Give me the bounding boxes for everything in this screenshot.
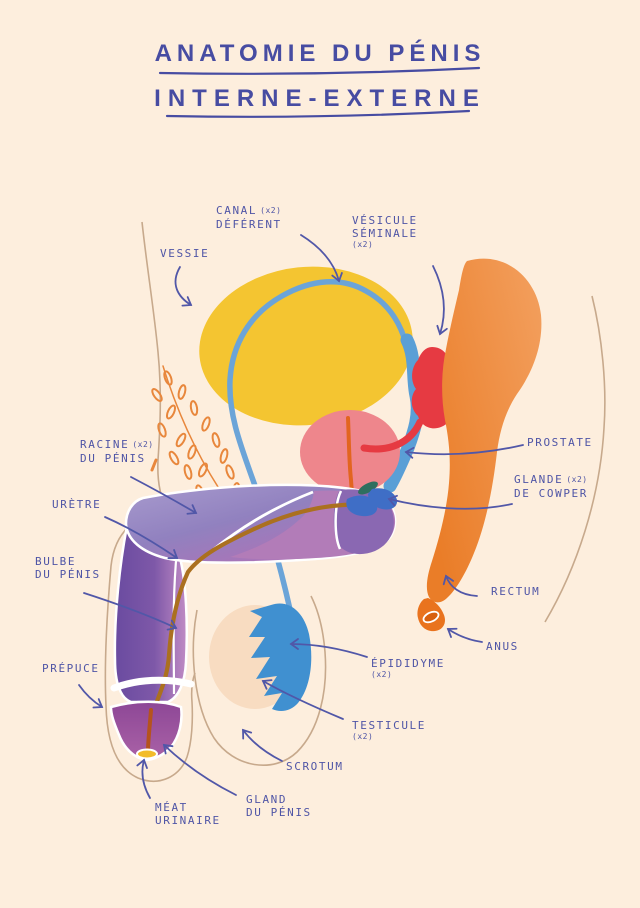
page-title-line1: ANATOMIE DU PÉNIS [154, 40, 486, 67]
arrow-racine [130, 476, 198, 515]
label-meat-urinaire: MÉAT URINAIRE [155, 801, 221, 827]
arrow-anus [446, 627, 483, 643]
arrow-testicule [261, 679, 344, 720]
arrow-scrotum [242, 728, 283, 762]
label-canal-deferent: CANAL(x2) DÉFÉRENT [216, 204, 282, 231]
label-arrows [78, 234, 524, 799]
label-vesicule-seminale: VÉSICULE SÉMINALE (x2) [352, 214, 418, 249]
label-anus: ANUS [486, 640, 519, 653]
label-uretre: URÈTRE [52, 498, 102, 511]
label-gland-penis: GLAND DU PÉNIS [246, 793, 312, 819]
urinary-meatus-shape [136, 748, 158, 760]
bladder-shape [199, 266, 413, 426]
label-vessie: VESSIE [160, 247, 210, 260]
label-testicule: TESTICULE (x2) [352, 719, 427, 741]
arrow-rectum [442, 574, 478, 597]
arrow-bulbe [83, 592, 178, 631]
arrow-uretre [104, 516, 179, 560]
arrow-cowper [387, 494, 513, 510]
label-prepuce: PRÉPUCE [42, 662, 100, 675]
testicle-shape [209, 603, 312, 711]
rectum-shape [426, 258, 542, 603]
arrow-prostate [404, 444, 524, 459]
label-bulbe-penis: BULBE DU PÉNIS [35, 555, 101, 581]
arrow-vessie [174, 266, 193, 307]
page-title-line2: INTERNE-EXTERNE [154, 85, 486, 112]
title-underlines [158, 66, 481, 118]
epididymis-shape [249, 603, 312, 711]
arrow-gland [162, 743, 237, 796]
arrow-vesicule [432, 265, 448, 336]
anus-shape [417, 598, 445, 632]
label-racine-penis: RACINE(x2) DU PÉNIS [80, 438, 154, 465]
label-epididyme: ÉPIDIDYME (x2) [371, 657, 446, 679]
label-rectum: RECTUM [491, 585, 541, 598]
label-prostate: PROSTATE [527, 436, 593, 449]
label-scrotum: SCROTUM [286, 760, 344, 773]
arrow-epididyme [289, 638, 368, 658]
arrow-meat [136, 758, 151, 799]
body-contour-lines [141, 221, 606, 623]
arrow-canal [300, 234, 343, 283]
arrow-prepuce [78, 684, 104, 709]
label-glande-cowper: GLANDE(x2) DE COWPER [514, 473, 589, 500]
